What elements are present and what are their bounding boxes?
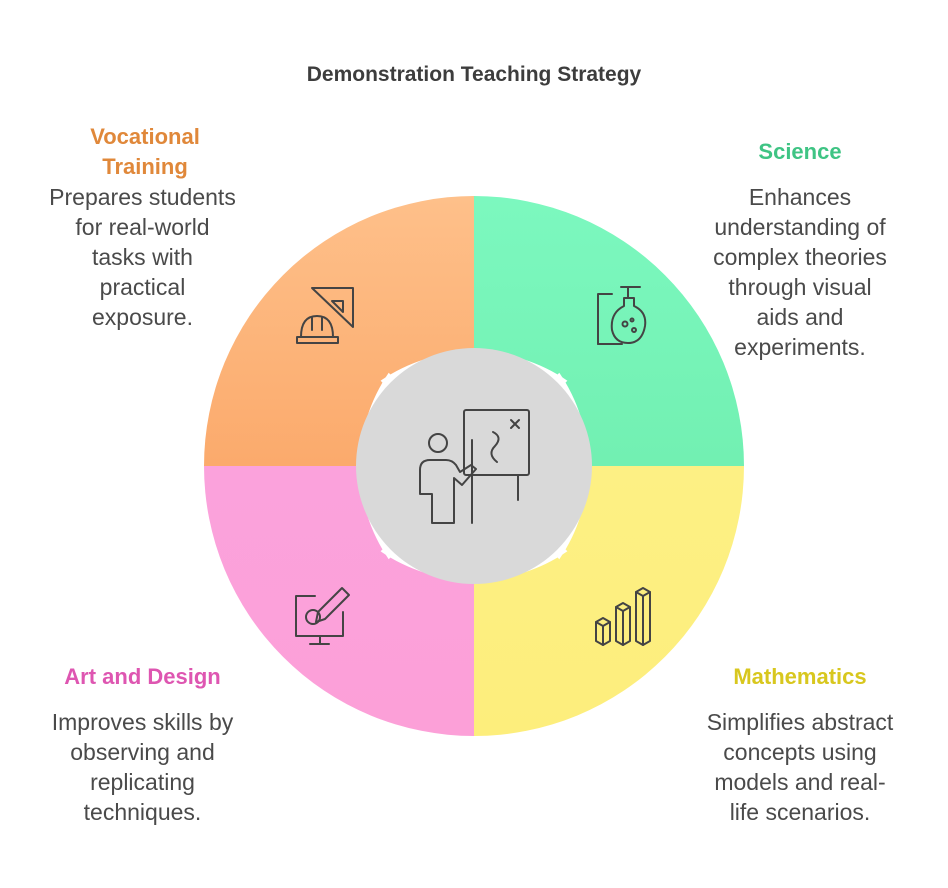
description-line: Improves skills by [51, 709, 234, 735]
bar-chart-icon [595, 587, 651, 646]
art-heading: Art and Design [64, 664, 221, 689]
science-description: Enhances understanding of complex theori… [690, 182, 910, 362]
description-line: experiments. [734, 334, 866, 360]
hard-hat-ruler-icon [296, 287, 354, 344]
description-line: tasks with [92, 244, 193, 270]
description-line: understanding of [714, 214, 886, 240]
description-line: life scenarios. [729, 799, 871, 825]
vocational-heading-line: Vocational [90, 124, 200, 149]
description-line: techniques. [83, 799, 202, 825]
science-heading: Science [758, 139, 842, 164]
description-line: concepts using [723, 739, 877, 765]
description-line: for real-world [75, 214, 210, 240]
description-line: models and real- [714, 769, 886, 795]
vocational-heading-line: Training [102, 154, 188, 179]
description-line: replicating [90, 769, 195, 795]
description-line: Prepares students [49, 184, 236, 210]
description-line: through visual [728, 274, 872, 300]
teacher-whiteboard-icon [419, 409, 530, 524]
description-line: observing and [70, 739, 215, 765]
description-line: Enhances [748, 184, 852, 210]
flask-icon [597, 286, 647, 345]
description-line: Simplifies abstract [706, 709, 894, 735]
description-line: exposure. [91, 304, 193, 330]
description-line: aids and [756, 304, 844, 330]
math-heading: Mathematics [733, 664, 867, 689]
drawing-tablet-icon [295, 587, 350, 645]
vocational-description: Prepares students for real-world tasks w… [30, 182, 255, 332]
math-description: Simplifies abstract concepts using model… [690, 707, 910, 827]
art-description: Improves skills by observing and replica… [30, 707, 255, 827]
diagram-title: Demonstration Teaching Strategy [306, 63, 642, 86]
description-line: practical [99, 274, 186, 300]
vocational-heading: Vocational Training [45, 122, 245, 182]
center-circle [356, 348, 592, 584]
description-line: complex theories [713, 244, 887, 270]
